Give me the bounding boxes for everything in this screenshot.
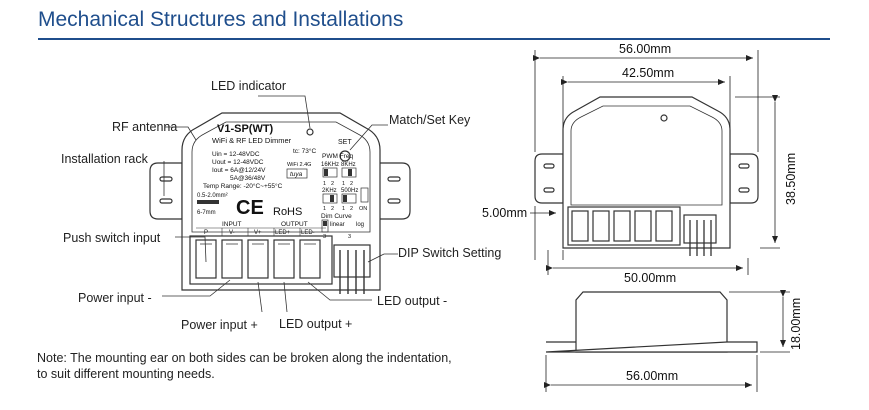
left-mounting-ear (149, 162, 183, 220)
note-line-2: to suit different mounting needs. (37, 367, 215, 381)
dip-2-c: 2 (331, 206, 334, 212)
set-text: SET (338, 139, 352, 146)
device-temp: Temp Range: -20°C~+55°C (203, 182, 283, 190)
log-label: log (356, 222, 364, 228)
device-model: V1-SP(WT) (217, 123, 274, 135)
term-vplus: V+ (254, 230, 262, 236)
output-label: OUTPUT (281, 221, 308, 228)
wire-strip-graphic (197, 200, 219, 204)
callout-power-input-plus: Power input + (181, 318, 258, 332)
term-ledplus: LED+ (275, 230, 291, 236)
dim-curve-switch (321, 219, 329, 233)
dim-curve-label: Dim Curve (321, 213, 352, 220)
callout-led-indicator: LED indicator (211, 79, 286, 93)
dip-switch-pwm-c (322, 193, 338, 204)
terminal-block (189, 235, 333, 285)
term-p: P (204, 230, 208, 236)
dim-height: 38.50mm (784, 153, 798, 205)
dip-2-d: 2 (350, 206, 353, 212)
callout-labels: LED indicator RF antenna Installation ra… (61, 79, 501, 332)
wifi-text: WiFi 2.4G (287, 162, 311, 168)
callout-leaders (162, 95, 398, 313)
khz-8-label: 8KHz (341, 162, 356, 168)
dip-2-a: 2 (331, 181, 334, 187)
title-underline (38, 38, 830, 40)
dip-1-c: 1 (323, 206, 326, 212)
outline-right-ear (729, 153, 759, 204)
dip-1-d: 1 (342, 206, 345, 212)
ce-mark: CE (236, 197, 264, 219)
note-line-1: Note: The mounting ear on both sides can… (37, 351, 452, 365)
khz-16-label: 16KHz (321, 162, 339, 168)
dip-1-b: 1 (342, 181, 345, 187)
callout-power-input-minus: Power input - (78, 291, 152, 305)
linear-label: linear (330, 222, 345, 228)
dim-inner-width: 42.50mm (622, 66, 674, 80)
device-uout: Uout = 12-48VDC (212, 159, 264, 166)
callout-push-switch-input: Push switch input (63, 231, 161, 245)
side-dimension-lines (544, 290, 790, 392)
callout-led-output-minus: LED output - (377, 294, 447, 308)
led-indicator-dot (306, 128, 314, 136)
device-front-view (149, 112, 411, 294)
callout-installation-rack: Installation rack (61, 152, 149, 166)
tuya-text: tuya (290, 171, 303, 178)
installation-note: Note: The mounting ear on both sides can… (37, 350, 452, 382)
device-iout-2: 5A@36/48V (230, 175, 266, 182)
callout-led-output-plus: LED output + (279, 317, 352, 331)
page-title: Mechanical Structures and Installations (38, 8, 404, 31)
device-uin: Uin = 12-48VDC (212, 151, 260, 158)
dim-side-width: 56.00mm (626, 369, 678, 383)
term-ledminus: LED- (301, 230, 315, 236)
khz-2-label: 2KHz (322, 188, 337, 194)
device-outline-view (534, 96, 759, 256)
tuya-logo (286, 168, 308, 179)
device-side-view (545, 291, 758, 353)
side-flange (545, 341, 758, 353)
hz-500-label: 500Hz (341, 188, 358, 194)
callout-match-set-key: Match/Set Key (389, 113, 471, 127)
dim-body-width: 50.00mm (624, 271, 676, 285)
dip-1-a: 1 (323, 181, 326, 187)
device-subtitle: WiFi & RF LED Dimmer (212, 136, 292, 145)
dip-switch-pwm-a (322, 167, 338, 178)
outline-left-ear (534, 153, 564, 204)
dim-ear-offset: 5.00mm (482, 206, 527, 220)
right-mounting-ear (377, 162, 411, 220)
device-label: V1-SP(WT) WiFi & RF LED Dimmer tc: 73°C … (196, 123, 369, 240)
dimension-labels: 56.00mm 42.50mm 38.50mm 5.00mm 50.00mm 1… (482, 42, 803, 383)
device-tc: tc: 73°C (293, 147, 316, 155)
pwm-freq-label: PWM Freq (322, 153, 353, 160)
callout-rf-antenna: RF antenna (112, 120, 177, 134)
term-vminus: V- (229, 230, 235, 236)
on-text: ON (359, 206, 367, 212)
dip-switch-pwm-d (341, 193, 357, 204)
dip-2-b: 2 (350, 181, 353, 187)
wire-gauge: 0.5-2.0mm² (197, 193, 228, 199)
rohs-mark: RoHS (273, 206, 302, 218)
device-iout-1: Iout = 6A@12/24V (212, 167, 266, 174)
dim-top-width: 56.00mm (619, 42, 671, 56)
callout-dip-switch-setting: DIP Switch Setting (398, 246, 501, 260)
on-switch (360, 187, 369, 203)
dip-3-b: 3 (348, 234, 351, 240)
dip-3: 3 (323, 234, 326, 240)
dim-side-height: 18.00mm (789, 298, 803, 350)
strip-length: 6-7mm (197, 210, 216, 216)
input-label: INPUT (222, 221, 242, 228)
set-button (339, 150, 351, 162)
dimension-lines (530, 50, 780, 275)
dip-switch-pwm-b (341, 167, 357, 178)
